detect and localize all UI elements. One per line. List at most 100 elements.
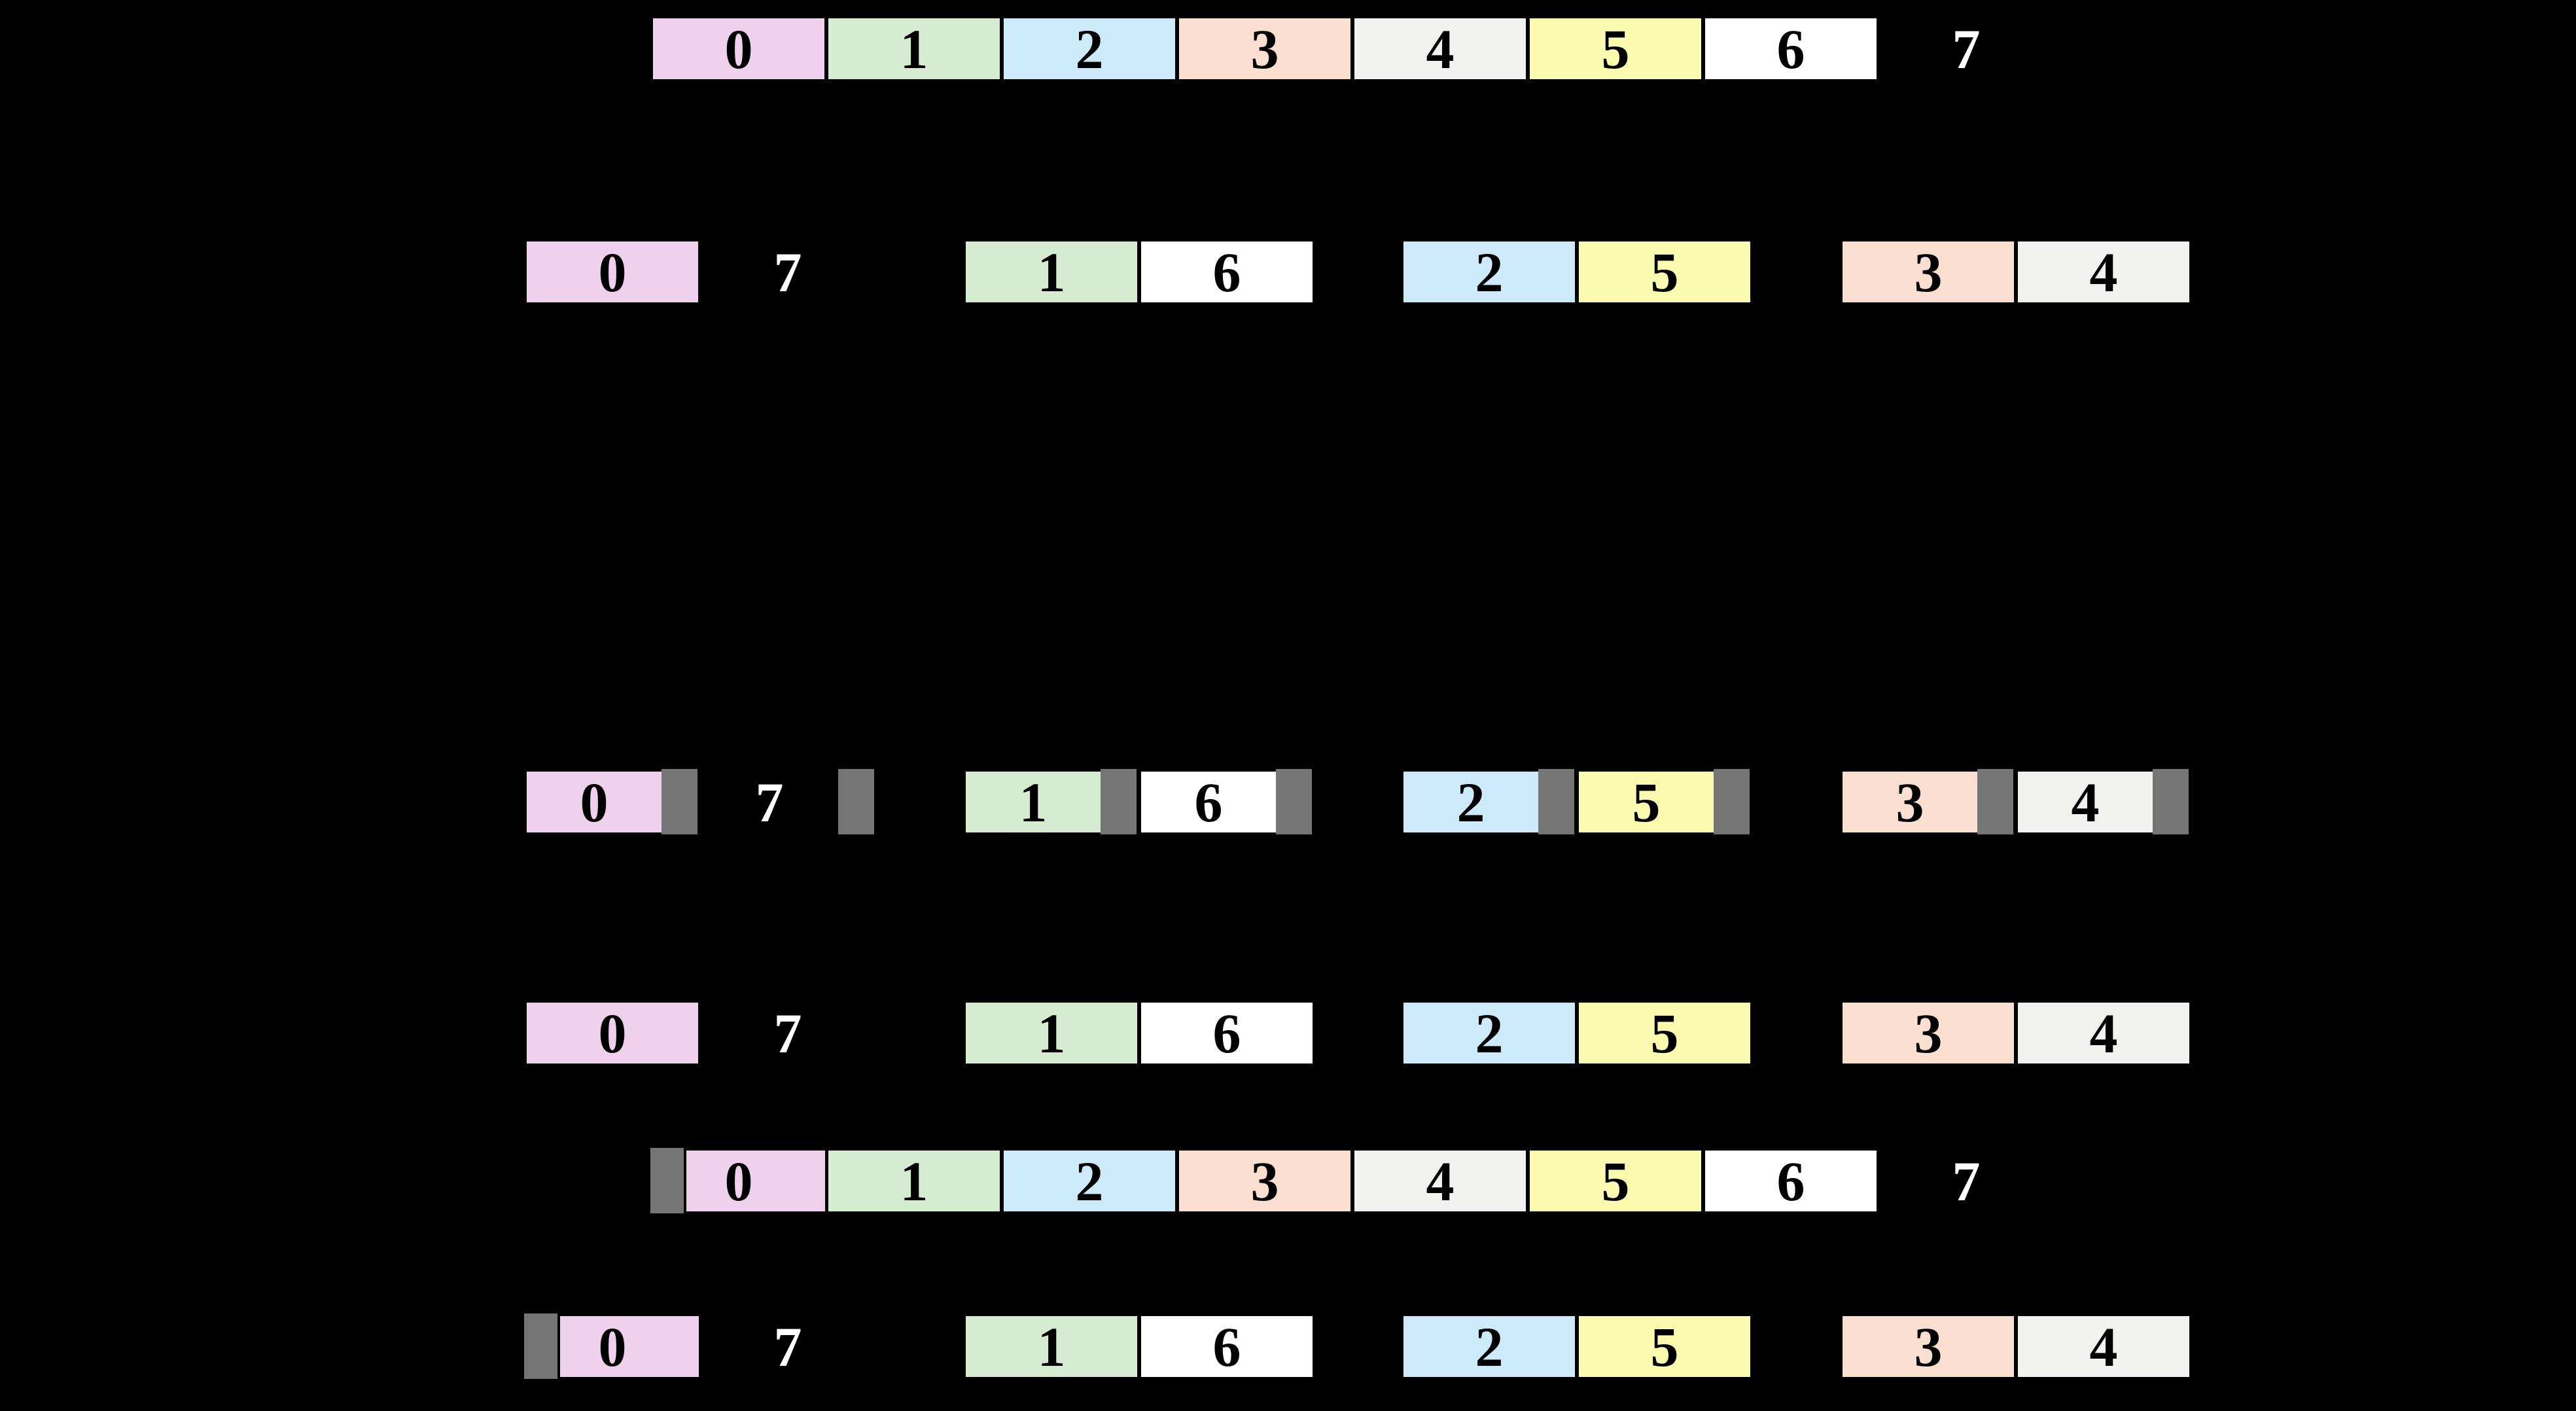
array-value: 1	[1037, 1315, 1066, 1378]
array-box-4	[2018, 772, 2153, 832]
array-value: 2	[1456, 770, 1485, 834]
padding-block	[650, 1148, 684, 1213]
array-value: 2	[1475, 1001, 1504, 1065]
array-value: 0	[724, 1149, 753, 1213]
array-value: 3	[1914, 240, 1943, 304]
array-value: 4	[2071, 770, 2100, 834]
array-box-0	[653, 18, 824, 79]
array-value: 5	[1650, 240, 1679, 304]
array-box-3	[1843, 1316, 2014, 1377]
array-value: 0	[580, 770, 609, 834]
array-box-1	[966, 1003, 1137, 1063]
array-box-6	[1141, 772, 1276, 832]
array-box-4	[2018, 241, 2189, 302]
array-value: 7	[773, 1315, 802, 1378]
array-box-4	[1354, 18, 1526, 79]
array-value: 0	[598, 1315, 627, 1378]
array-value: 5	[1601, 1149, 1630, 1213]
padding-block	[838, 769, 874, 834]
array-box-3	[1843, 241, 2014, 302]
padding-block	[1101, 769, 1137, 834]
array-box-1	[966, 241, 1137, 302]
array-value: 5	[1632, 770, 1661, 834]
array-value: 7	[755, 770, 784, 834]
array-value: 6	[1212, 1001, 1241, 1065]
array-box-5	[1530, 18, 1701, 79]
array-box-4	[2018, 1003, 2189, 1063]
array-box-2	[1004, 18, 1175, 79]
array-value: 3	[1914, 1001, 1943, 1065]
array-value: 2	[1075, 1149, 1104, 1213]
array-box-3	[1843, 1003, 2014, 1063]
padding-block	[2153, 769, 2189, 834]
array-value: 2	[1475, 1315, 1504, 1378]
array-value: 4	[1426, 17, 1455, 80]
array-box-3	[1843, 772, 1977, 832]
array-value: 4	[2089, 240, 2118, 304]
padding-block	[1977, 769, 2013, 834]
array-value: 1	[1019, 770, 1048, 834]
array-value: 5	[1601, 17, 1630, 80]
array-box-5	[1579, 1316, 1750, 1377]
array-box-6	[1141, 241, 1313, 302]
array-value: 5	[1650, 1001, 1679, 1065]
array-box-0	[527, 1003, 698, 1063]
array-box-6	[1705, 1151, 1877, 1211]
array-value: 3	[1250, 17, 1279, 80]
array-value: 3	[1896, 770, 1924, 834]
array-value: 1	[1037, 240, 1066, 304]
array-value: 6	[1194, 770, 1223, 834]
array-value: 6	[1212, 240, 1241, 304]
array-box-3	[1179, 18, 1350, 79]
array-box-3	[1179, 1151, 1350, 1211]
array-box-2	[1403, 772, 1538, 832]
array-box-5	[1579, 241, 1750, 302]
array-box-0	[686, 1151, 825, 1211]
array-value: 5	[1650, 1315, 1679, 1378]
array-value: 7	[1952, 17, 1981, 80]
array-value: 6	[1776, 17, 1805, 80]
array-value: 4	[2089, 1315, 2118, 1378]
array-value: 0	[724, 17, 753, 80]
array-box-2	[1403, 241, 1575, 302]
array-value: 7	[1952, 1149, 1981, 1213]
array-box-2	[1004, 1151, 1175, 1211]
array-value: 6	[1212, 1315, 1241, 1378]
array-value: 7	[773, 240, 802, 304]
array-box-5	[1579, 1003, 1750, 1063]
array-value: 3	[1250, 1149, 1279, 1213]
padding-block	[1276, 769, 1312, 834]
array-box-0	[527, 772, 662, 832]
array-value: 1	[900, 1149, 928, 1213]
array-box-4	[1354, 1151, 1526, 1211]
array-box-5	[1530, 1151, 1701, 1211]
padding-block	[1538, 769, 1574, 834]
array-value: 4	[2089, 1001, 2118, 1065]
array-value: 3	[1914, 1315, 1943, 1378]
array-box-0	[560, 1316, 699, 1377]
array-value: 4	[1426, 1149, 1455, 1213]
array-box-4	[2018, 1316, 2189, 1377]
padding-block	[662, 769, 697, 834]
array-box-5	[1579, 772, 1714, 832]
array-box-6	[1705, 18, 1877, 79]
array-value: 1	[900, 17, 928, 80]
array-value: 1	[1037, 1001, 1066, 1065]
array-box-2	[1403, 1316, 1575, 1377]
array-box-6	[1141, 1316, 1313, 1377]
array-box-6	[1141, 1003, 1313, 1063]
array-box-1	[828, 1151, 1000, 1211]
array-box-2	[1403, 1003, 1575, 1063]
array-box-1	[828, 18, 1000, 79]
array-value: 0	[598, 240, 627, 304]
array-box-0	[527, 241, 698, 302]
array-box-1	[966, 772, 1101, 832]
array-value: 6	[1776, 1149, 1805, 1213]
padding-block	[1714, 769, 1750, 834]
array-value: 0	[598, 1001, 627, 1065]
array-value: 7	[773, 1001, 802, 1065]
array-box-1	[966, 1316, 1137, 1377]
padding-block	[524, 1313, 557, 1379]
array-value: 2	[1075, 17, 1104, 80]
